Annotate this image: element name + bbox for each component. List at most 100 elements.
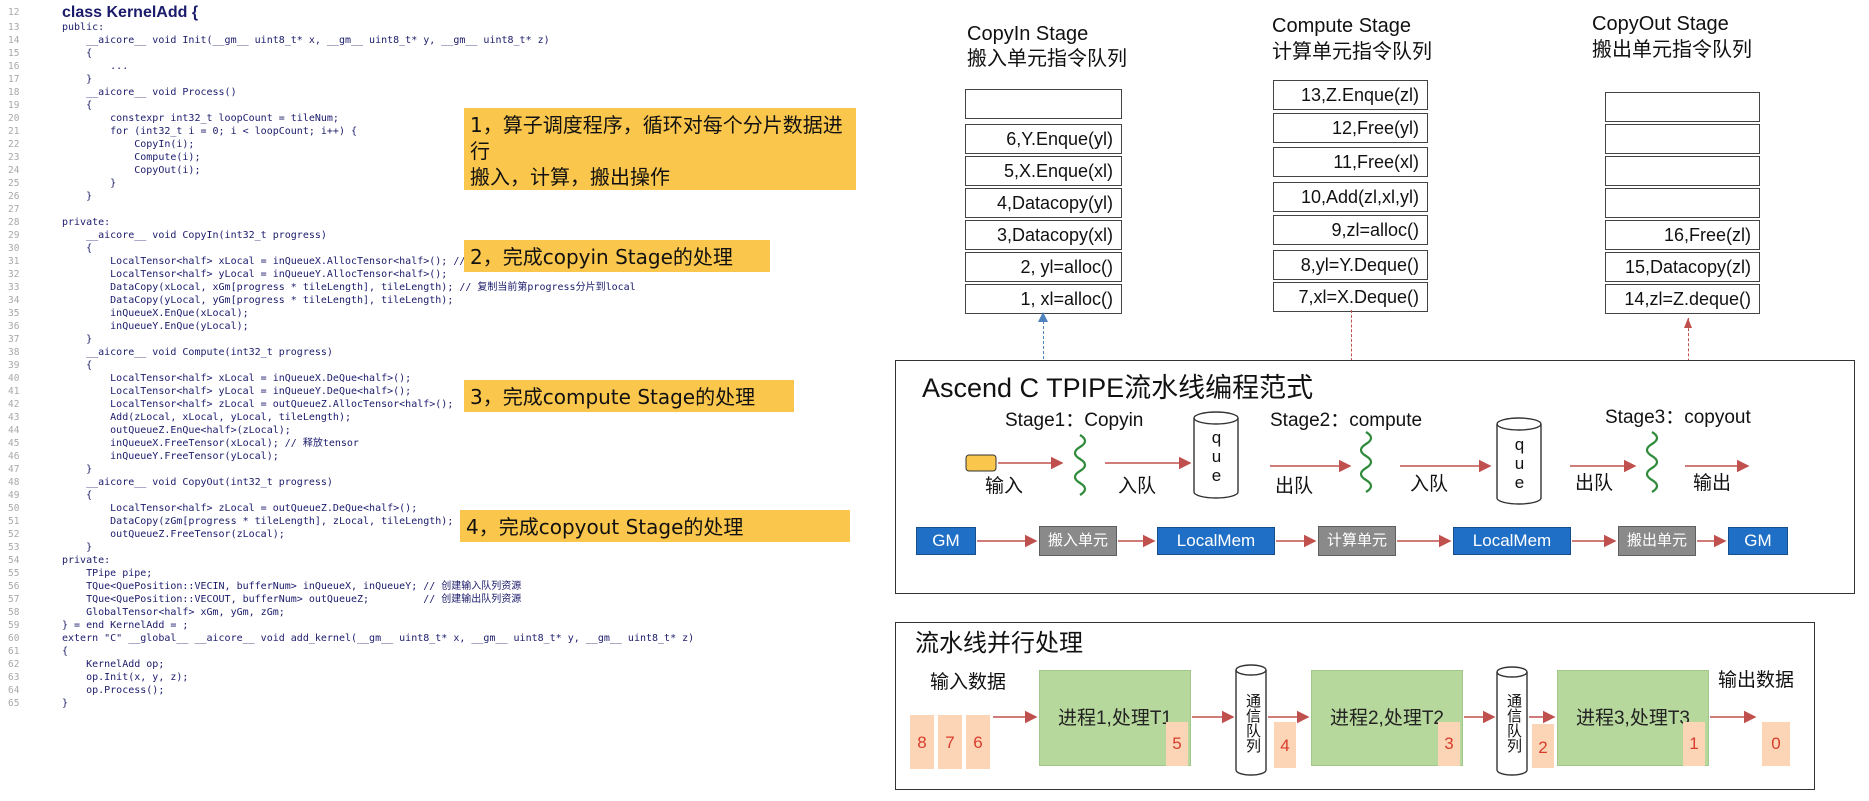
localmem-1: LocalMem (1157, 527, 1275, 555)
line-number: 62 (8, 659, 20, 670)
copyin-queue-cell: 2, yl=alloc() (965, 252, 1122, 282)
code-text: Add(zLocal, xLocal, yLocal, tileLength); (62, 412, 351, 423)
code-text: inQueueY.FreeTensor(yLocal); (62, 451, 279, 462)
tile-2: 2 (1532, 724, 1554, 768)
input-data-label: 输入数据 (930, 672, 1007, 693)
code-text: { (62, 100, 93, 111)
tile-4: 4 (1274, 722, 1296, 768)
code-line: 30 { (0, 242, 880, 255)
code-line: 36 inQueueY.EnQue(yLocal); (0, 320, 880, 333)
code-text: TPipe pipe; (62, 568, 153, 579)
code-line: 27 (0, 203, 880, 216)
line-number: 17 (8, 74, 20, 85)
code-line: 48 __aicore__ void CopyOut(int32_t progr… (0, 476, 880, 489)
code-line: 51 DataCopy(zGm[progress * tileLength], … (0, 515, 880, 528)
dequeue-label-2: 出队 (1575, 473, 1614, 494)
line-number: 34 (8, 295, 20, 306)
code-text: inQueueX.EnQue(xLocal); (62, 308, 249, 319)
code-text: DataCopy(xLocal, xGm[progress * tileLeng… (62, 282, 636, 293)
copyout-queue-cell: 14,zl=Z.deque() (1605, 284, 1760, 314)
code-line: 32 LocalTensor<half> yLocal = inQueueY.A… (0, 268, 880, 281)
code-line: 45 inQueueX.FreeTensor(xLocal); // 释放ten… (0, 437, 880, 450)
line-number: 61 (8, 646, 20, 657)
copyin-stage-title: CopyIn Stage (967, 23, 1089, 45)
code-text: op.Process(); (62, 685, 165, 696)
code-line: 52 outQueueZ.FreeTensor(zLocal); (0, 528, 880, 541)
process-3: 进程3,处理T3 (1557, 670, 1709, 766)
code-text: { (62, 48, 93, 59)
code-line: 43 Add(zLocal, xLocal, yLocal, tileLengt… (0, 411, 880, 424)
code-text: __aicore__ void Process() (62, 87, 237, 98)
process-1: 进程1,处理T1 (1039, 670, 1191, 766)
copyin-queue-cell: 6,Y.Enque(yl) (965, 124, 1122, 154)
line-number: 36 (8, 321, 20, 332)
input-tile-8: 8 (910, 715, 934, 769)
tile-1: 1 (1683, 722, 1705, 766)
code-text: { (62, 360, 93, 371)
code-text: DataCopy(yLocal, yGm[progress * tileLeng… (62, 295, 454, 306)
line-number: 26 (8, 191, 20, 202)
copyin-queue-cell: 5,X.Enque(xl) (965, 156, 1122, 186)
copyout-queue-cell (1605, 188, 1760, 218)
note-copyin: 2，完成copyin Stage的处理 (464, 240, 770, 272)
code-text: KernelAdd op; (62, 659, 165, 670)
code-line: 18 __aicore__ void Process() (0, 86, 880, 99)
enqueue-label-2: 入队 (1410, 474, 1449, 495)
copyin-unit: 搬入单元 (1039, 526, 1117, 556)
code-text: GlobalTensor<half> xGm, yGm, zGm; (62, 607, 285, 618)
code-line: 25 } (0, 177, 880, 190)
code-text: private: (62, 217, 111, 228)
line-number: 55 (8, 568, 20, 579)
line-number: 41 (8, 386, 20, 397)
code-text: Compute(i); (62, 152, 201, 163)
compute-queue-cell: 11,Free(xl) (1273, 147, 1428, 177)
line-number: 35 (8, 308, 20, 319)
line-number: 27 (8, 204, 20, 215)
code-line: 56 TQue<QuePosition::VECIN, bufferNum> i… (0, 580, 880, 593)
code-line: 42 LocalTensor<half> zLocal = outQueueZ.… (0, 398, 880, 411)
line-number: 46 (8, 451, 20, 462)
line-number: 43 (8, 412, 20, 423)
line-number: 57 (8, 594, 20, 605)
line-number: 32 (8, 269, 20, 280)
dequeue-label-1: 出队 (1275, 476, 1314, 497)
compute-stage-subtitle: 计算单元指令队列 (1272, 41, 1432, 63)
note-compute: 3，完成compute Stage的处理 (464, 380, 794, 412)
code-line: 55 TPipe pipe; (0, 567, 880, 580)
compute-queue-cell: 8,yl=Y.Deque() (1273, 250, 1428, 280)
que-label-2: que (1510, 434, 1529, 492)
line-number: 24 (8, 165, 20, 176)
line-number: 59 (8, 620, 20, 631)
code-text: } (62, 178, 117, 189)
line-number: 60 (8, 633, 20, 644)
code-line: 53 } (0, 541, 880, 554)
line-number: 64 (8, 685, 20, 696)
line-number: 28 (8, 217, 20, 228)
line-number: 16 (8, 61, 20, 72)
code-line: 33 DataCopy(xLocal, xGm[progress * tileL… (0, 281, 880, 294)
code-line: 41 LocalTensor<half> yLocal = inQueueY.D… (0, 385, 880, 398)
code-line: 50 LocalTensor<half> zLocal = outQueueZ.… (0, 502, 880, 515)
code-text: LocalTensor<half> yLocal = inQueueY.DeQu… (62, 386, 412, 397)
compute-queue-cell: 10,Add(zl,xl,yl) (1273, 182, 1428, 212)
copyout-queue-cell (1605, 124, 1760, 154)
comm-queue-2: 通信队列 (1505, 693, 1522, 753)
code-text: public: (62, 22, 105, 33)
line-number: 53 (8, 542, 20, 553)
code-line: 35 inQueueX.EnQue(xLocal); (0, 307, 880, 320)
line-number: 44 (8, 425, 20, 436)
code-text: extern "C" __global__ __aicore__ void ad… (62, 633, 695, 644)
line-number: 18 (8, 87, 20, 98)
code-text: __aicore__ void Init(__gm__ uint8_t* x, … (62, 35, 550, 46)
input-tile-6: 6 (966, 715, 990, 769)
code-line: 21 for (int32_t i = 0; i < loopCount; i+… (0, 125, 880, 138)
code-text: constexpr int32_t loopCount = tileNum; (62, 113, 339, 124)
code-line: 17 } (0, 73, 880, 86)
compute-queue-cell: 9,zl=alloc() (1273, 215, 1428, 245)
line-number: 15 (8, 48, 20, 59)
line-number: 20 (8, 113, 20, 124)
copyout-queue-cell: 16,Free(zl) (1605, 220, 1760, 250)
code-text: op.Init(x, y, z); (62, 672, 189, 683)
output-data-label: 输出数据 (1718, 670, 1795, 691)
line-number: 52 (8, 529, 20, 540)
